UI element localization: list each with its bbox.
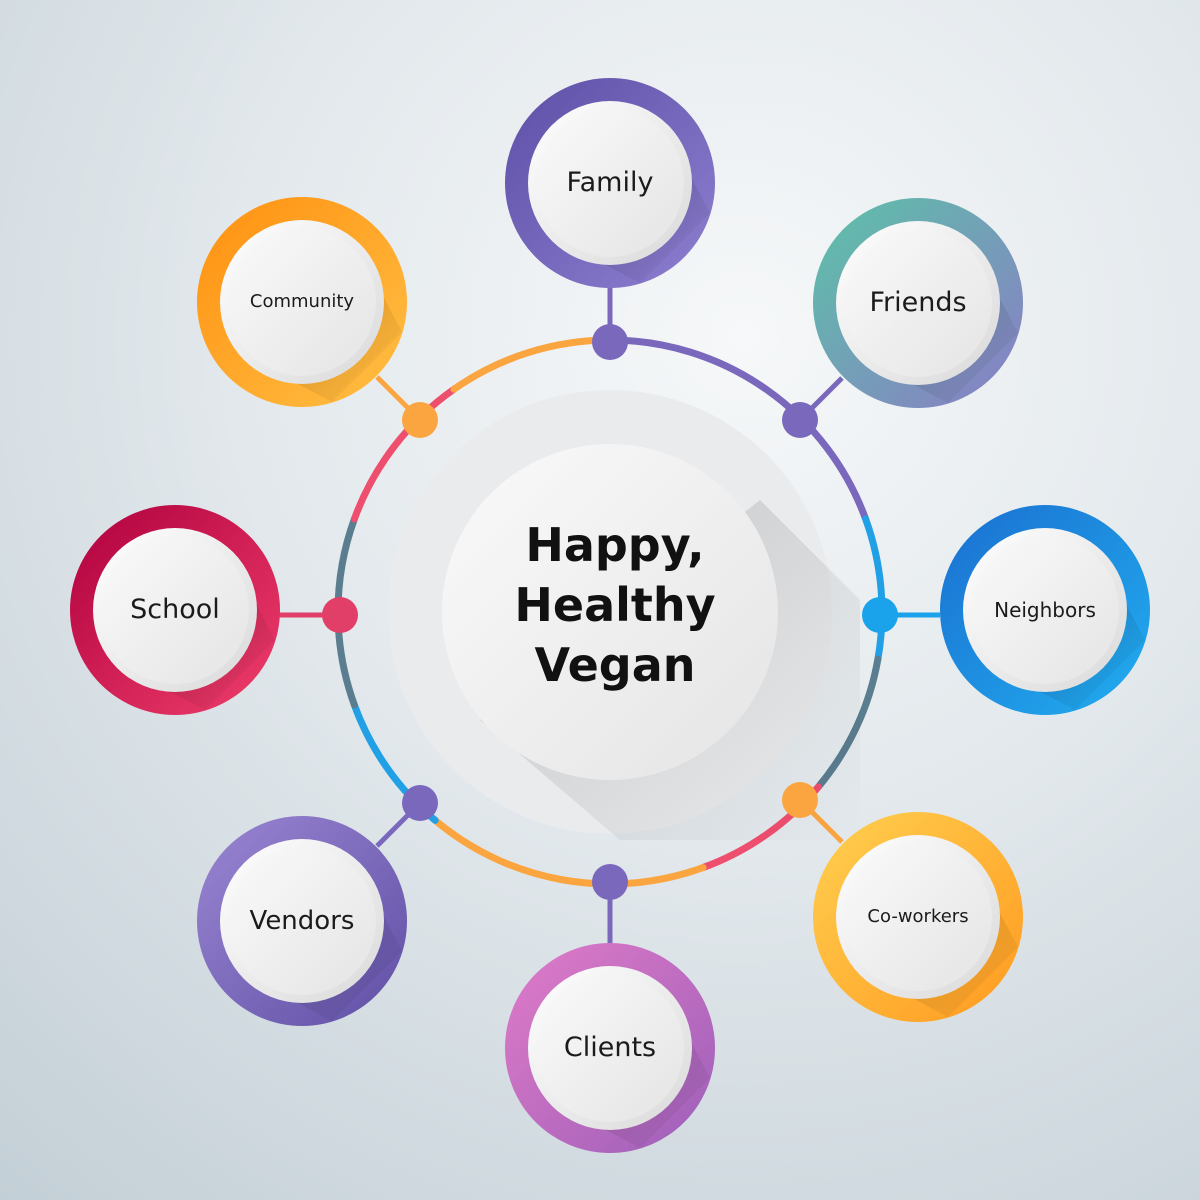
node-label-neighbors: Neighbors xyxy=(994,598,1096,622)
node-label-school: School xyxy=(130,594,220,625)
node-inner-face xyxy=(228,847,376,995)
ring-dot-co-workers xyxy=(782,782,818,818)
node-inner-face xyxy=(844,843,992,991)
center-title-line-1: Happy, xyxy=(525,518,705,572)
node-school xyxy=(70,505,280,715)
node-inner-face xyxy=(228,228,376,376)
ring-dot-friends xyxy=(782,402,818,438)
node-friends xyxy=(813,198,1023,408)
center-title-line-3: Vegan xyxy=(534,638,696,692)
node-neighbors xyxy=(940,505,1150,715)
node-inner-face xyxy=(101,536,249,684)
node-inner-face xyxy=(536,974,684,1122)
node-label-friends: Friends xyxy=(869,287,967,318)
ring-dot-vendors xyxy=(402,785,438,821)
ring-dot-family xyxy=(592,324,628,360)
dot-layer xyxy=(322,324,898,900)
ring-segment xyxy=(862,515,886,663)
ring-dot-school xyxy=(322,597,358,633)
node-inner-face xyxy=(536,109,684,257)
node-clients xyxy=(505,943,715,1153)
ring-segment xyxy=(450,336,614,393)
ring-segment xyxy=(350,385,458,523)
ring-segment xyxy=(606,336,870,523)
node-co-workers xyxy=(813,812,1023,1022)
node-inner-face xyxy=(844,229,992,377)
node-family xyxy=(505,78,715,288)
center-layer xyxy=(388,390,860,840)
node-label-vendors: Vendors xyxy=(249,906,355,936)
center-title: Happy, Healthy Vegan xyxy=(465,515,765,695)
node-label-clients: Clients xyxy=(563,1032,657,1063)
node-inner-face xyxy=(971,536,1119,684)
center-title-line-2: Healthy xyxy=(514,578,716,632)
node-vendors xyxy=(197,816,407,1026)
ring-dot-community xyxy=(402,402,438,438)
node-layer xyxy=(70,78,1150,1153)
ring-dot-clients xyxy=(592,864,628,900)
center-inner-disc xyxy=(442,444,778,780)
node-community xyxy=(197,197,407,407)
ring-segment xyxy=(431,816,707,888)
ring-dot-neighbors xyxy=(862,597,898,633)
node-label-co-workers: Co-workers xyxy=(867,906,969,927)
node-label-family: Family xyxy=(566,167,654,198)
node-label-community: Community xyxy=(249,291,355,312)
